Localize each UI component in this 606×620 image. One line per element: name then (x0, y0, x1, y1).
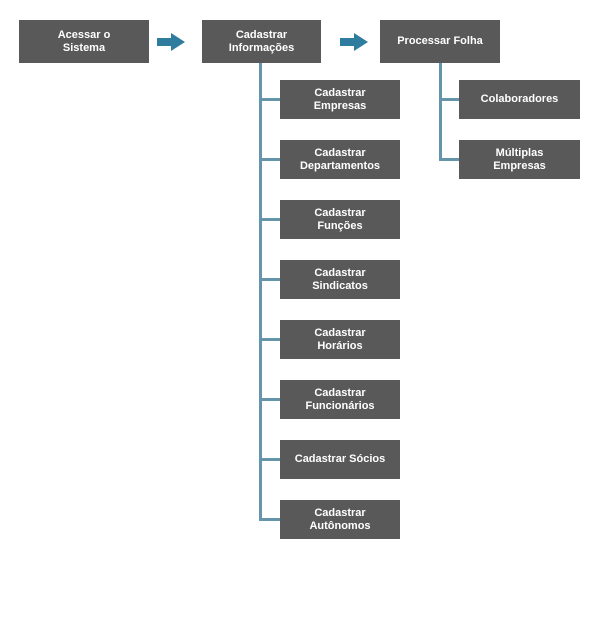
child-box-cadastrar-departamentos: Cadastrar Departamentos (280, 140, 400, 179)
child-box-cadastrar-autonomos: Cadastrar Autônomos (280, 500, 400, 539)
connector-stub (439, 158, 459, 161)
child-box-cadastrar-horarios: Cadastrar Horários (280, 320, 400, 359)
connector-trunk-processar (439, 63, 442, 161)
connector-stub (259, 218, 280, 221)
child-box-cadastrar-empresas: Cadastrar Empresas (280, 80, 400, 119)
connector-stub (259, 398, 280, 401)
child-box-cadastrar-sindicatos: Cadastrar Sindicatos (280, 260, 400, 299)
arrow-right-icon (340, 33, 368, 51)
connector-stub (439, 98, 459, 101)
flow-step-acessar-sistema: Acessar o Sistema (19, 20, 149, 63)
connector-stub (259, 278, 280, 281)
connector-stub (259, 98, 280, 101)
connector-stub (259, 338, 280, 341)
arrow-right-icon (157, 33, 185, 51)
child-box-cadastrar-funcoes: Cadastrar Funções (280, 200, 400, 239)
connector-trunk-cadastrar (259, 63, 262, 521)
child-box-cadastrar-socios: Cadastrar Sócios (280, 440, 400, 479)
child-box-colaboradores: Colaboradores (459, 80, 580, 119)
flow-step-processar-folha: Processar Folha (380, 20, 500, 63)
flow-step-cadastrar-informacoes: Cadastrar Informações (202, 20, 321, 63)
connector-stub (259, 518, 280, 521)
connector-stub (259, 158, 280, 161)
child-box-cadastrar-funcionarios: Cadastrar Funcionários (280, 380, 400, 419)
connector-stub (259, 458, 280, 461)
child-box-multiplas-empresas: Múltiplas Empresas (459, 140, 580, 179)
